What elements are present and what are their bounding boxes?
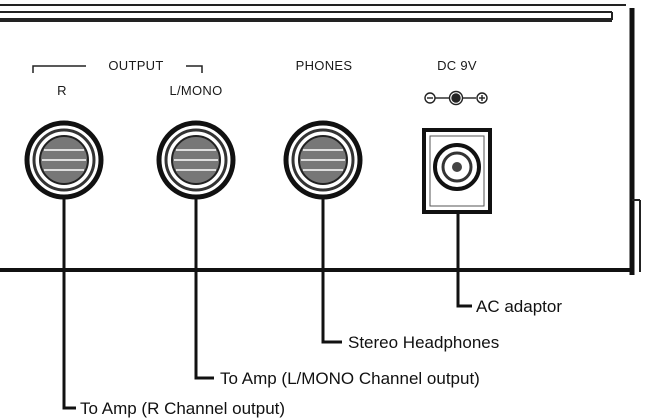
right-output-label: R: [57, 83, 67, 98]
phones-jack: [283, 120, 363, 200]
left-mono-output-label: L/MONO: [169, 83, 222, 98]
amp-r-leader: [62, 197, 76, 410]
headphones-leader: [321, 197, 342, 344]
stereo-headphones-label: Stereo Headphones: [348, 333, 499, 352]
right-output-jack: [24, 120, 104, 200]
ac-adaptor-label: AC adaptor: [476, 297, 562, 316]
amp-lmono-label: To Amp (L/MONO Channel output): [220, 369, 480, 388]
dc-polarity-icon: [424, 90, 488, 106]
left-mono-output-jack: [156, 120, 236, 200]
ac-adaptor-leader: [456, 212, 472, 308]
leader-lines: [62, 197, 472, 410]
output-bracket: [32, 65, 203, 73]
panel-right-edge: [629, 8, 641, 275]
amp-r-label: To Amp (R Channel output): [80, 399, 285, 418]
panel-top-edge: [0, 4, 626, 22]
amp-lmono-leader: [194, 197, 214, 380]
output-group-label: OUTPUT: [108, 58, 163, 73]
phones-label: PHONES: [296, 58, 353, 73]
dc-power-jack: [422, 128, 492, 214]
dc-input-label: DC 9V: [437, 58, 477, 73]
